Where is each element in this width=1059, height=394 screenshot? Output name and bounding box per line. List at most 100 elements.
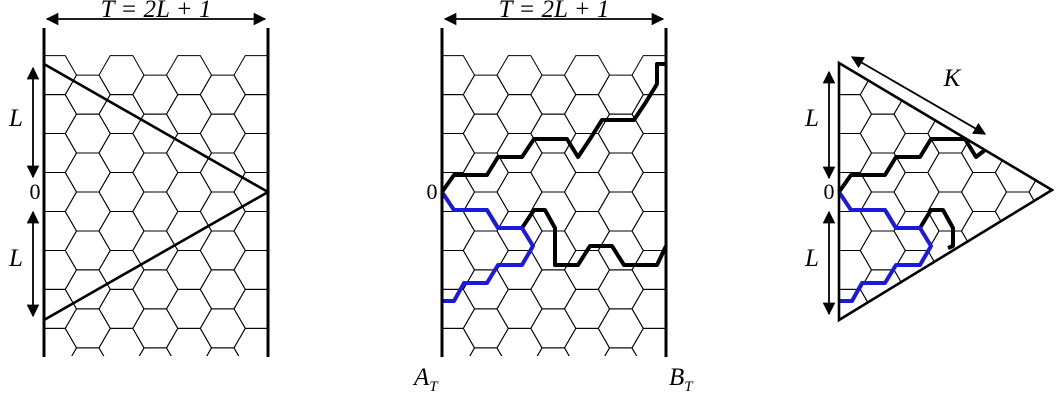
hex-cell — [530, 113, 577, 154]
hex-cell — [665, 210, 666, 213]
hex-cell — [462, 308, 509, 349]
hex-cell — [98, 172, 145, 212]
hex-cell — [927, 152, 974, 193]
hex-cell — [960, 288, 1008, 320]
hex-cell — [199, 230, 246, 271]
wedge-upper-line — [43, 62, 269, 194]
hex-cell — [165, 327, 213, 356]
hex-cell — [563, 94, 611, 134]
hex-cell — [132, 152, 179, 193]
wedge-lower-line — [43, 190, 269, 322]
hex-cell — [267, 208, 269, 215]
hex-cell — [442, 211, 476, 251]
hex-cell — [839, 63, 873, 96]
K-arrow — [850, 56, 987, 135]
hex-cell — [631, 211, 666, 251]
hex-cell — [893, 172, 940, 212]
hex-cell — [462, 113, 509, 154]
hex-lattice-left — [44, 55, 313, 387]
hex-cell — [233, 288, 269, 329]
hex-cell — [994, 308, 1041, 320]
hex-cell — [839, 211, 873, 251]
width-label-middle: T = 2L + 1 — [499, 0, 610, 23]
hex-cell — [530, 269, 577, 310]
hex-cell — [665, 249, 666, 252]
hex-cell — [597, 269, 644, 310]
hex-cell — [1028, 94, 1052, 134]
hex-cell — [604, 347, 638, 356]
hex-cell — [839, 94, 873, 134]
hex-cell — [64, 308, 111, 349]
hex-cell — [64, 113, 111, 154]
hex-cell — [165, 288, 213, 329]
hex-cell — [927, 308, 974, 320]
hex-cell — [1028, 133, 1052, 173]
hex-cell — [268, 348, 313, 387]
hex-cell — [536, 347, 570, 356]
path-black-middle-lower — [454, 208, 668, 267]
hex-cell — [631, 288, 666, 329]
hex-cell — [64, 152, 111, 193]
hex-cell — [199, 152, 246, 193]
hex-cell — [1028, 211, 1052, 251]
hex-cell — [98, 327, 145, 356]
hex-cell — [132, 191, 179, 232]
hex-cell — [132, 308, 179, 349]
hex-cell — [631, 133, 666, 173]
height-label-lower: L — [8, 245, 23, 272]
hex-cell — [442, 288, 476, 329]
hex-cell — [199, 191, 246, 232]
hex-cell — [267, 130, 269, 137]
hex-cell — [98, 55, 145, 96]
hex-cell — [44, 250, 78, 290]
K-label: K — [943, 65, 962, 92]
hex-cell — [71, 347, 105, 356]
hex-cell — [165, 94, 213, 134]
hex-cell — [267, 286, 269, 293]
path-black-middle — [440, 62, 666, 194]
hex-cell — [927, 230, 974, 271]
hex-cell — [267, 169, 269, 176]
hex-cell — [496, 327, 543, 356]
hex-cell — [631, 327, 666, 356]
hex-cell — [233, 211, 269, 251]
hex-cell — [563, 55, 611, 96]
A-label: AT — [412, 364, 439, 394]
hex-cell — [496, 55, 543, 96]
hex-cell — [462, 269, 509, 310]
hex-cell — [44, 133, 78, 173]
height-label-upper-right: L — [804, 105, 819, 132]
B-label: BT — [669, 364, 694, 394]
hex-cell — [462, 74, 509, 115]
hex-cell — [64, 191, 111, 232]
hex-cell — [233, 250, 269, 290]
hex-cell — [1028, 288, 1052, 320]
hex-cell — [199, 113, 246, 154]
hex-lattice-middle — [442, 55, 666, 356]
hex-cell — [563, 250, 611, 290]
hex-cell — [859, 308, 906, 320]
hex-cell — [267, 91, 269, 98]
hex-cell — [665, 327, 666, 330]
hex-cell — [199, 269, 246, 310]
height-label-lower-right: L — [804, 245, 819, 272]
hex-cell — [893, 288, 940, 320]
hex-cell — [665, 132, 666, 135]
hex-cell — [994, 74, 1041, 115]
hex-cell — [597, 308, 644, 349]
origin-label-middle: 0 — [427, 179, 438, 204]
hex-cell — [442, 133, 476, 173]
hex-cell — [206, 347, 240, 356]
hex-cell — [267, 325, 269, 332]
hex-cell — [98, 133, 145, 173]
hex-cell — [496, 94, 543, 134]
hex-cell — [44, 327, 78, 356]
hex-cell — [563, 288, 611, 329]
hex-cell — [597, 191, 644, 232]
hex-cell — [496, 211, 543, 251]
hex-cell — [530, 152, 577, 193]
hex-cell — [927, 269, 974, 310]
hex-cell — [960, 172, 1008, 212]
hex-cell — [994, 269, 1041, 310]
